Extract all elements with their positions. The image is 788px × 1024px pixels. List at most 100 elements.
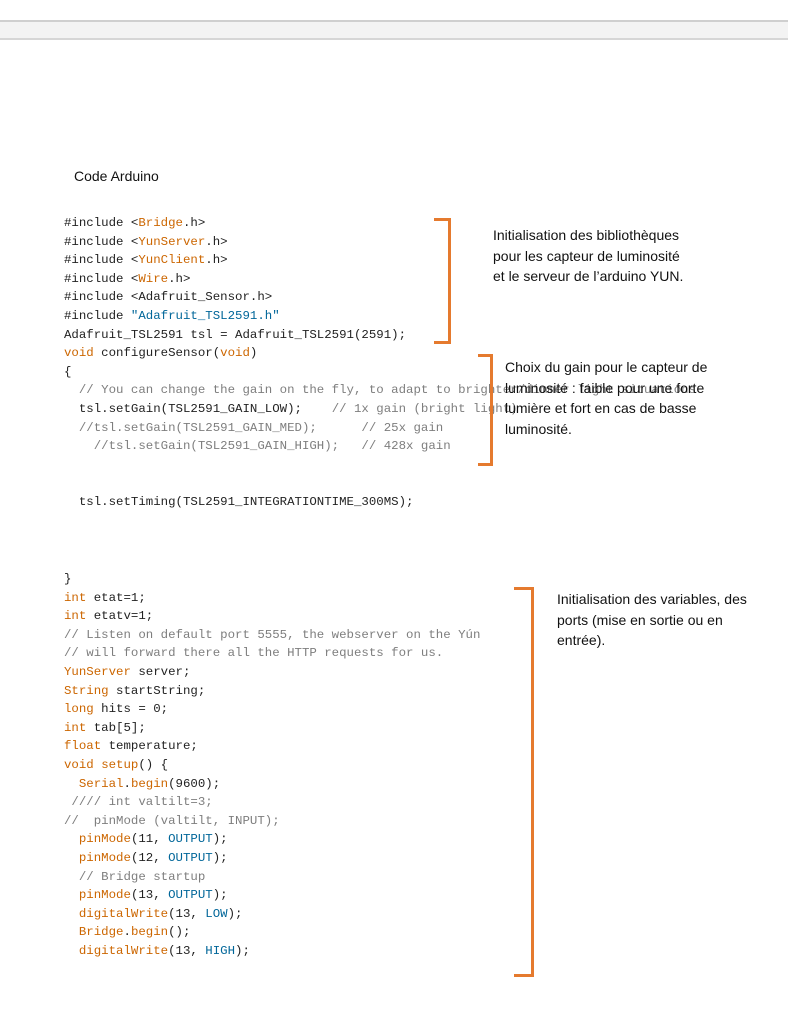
code-line: #include <Adafruit_Sensor.h> — [64, 288, 696, 307]
code-token: (11, — [130, 832, 169, 847]
code-token: // 1x gain (bright light) — [331, 401, 518, 416]
code-token: tab[5]; — [86, 720, 146, 735]
bracket-gain — [478, 354, 493, 466]
code-line: #include <YunClient.h> — [64, 251, 696, 270]
code-token: "Adafruit_TSL2591.h" — [130, 308, 280, 323]
code-token: #include — [64, 308, 131, 323]
code-token: temperature; — [101, 739, 198, 754]
code-token: //tsl.setGain(TSL2591_GAIN_MED); // 25x … — [64, 420, 444, 435]
code-token: pinMode — [78, 850, 131, 865]
code-line: // Bridge startup — [64, 868, 480, 887]
code-token: int — [64, 720, 87, 735]
code-line: pinMode(13, OUTPUT); — [64, 886, 480, 905]
code-token: ) — [249, 346, 258, 361]
code-token: . — [123, 776, 131, 791]
code-line: //// int valtilt=3; — [64, 793, 480, 812]
code-token: digitalWrite — [78, 943, 169, 958]
code-token: (); — [168, 925, 191, 940]
code-token: Wire — [138, 271, 169, 286]
code-line: { — [64, 363, 696, 382]
page-heading: Code Arduino — [74, 168, 159, 184]
code-line: tsl.setTiming(TSL2591_INTEGRATIONTIME_30… — [64, 493, 696, 512]
code-line: //tsl.setGain(TSL2591_GAIN_MED); // 25x … — [64, 419, 696, 438]
code-token: (13, — [130, 888, 169, 903]
code-token: long — [64, 702, 94, 717]
code-line: digitalWrite(13, LOW); — [64, 905, 480, 924]
code-line: digitalWrite(13, HIGH); — [64, 942, 480, 961]
code-token — [64, 832, 79, 846]
code-line: void setup() { — [64, 756, 480, 775]
bracket-libraries — [434, 218, 451, 344]
code-token — [64, 888, 79, 902]
code-token: hits = 0; — [93, 702, 169, 717]
code-token: // pinMode (valtilt, INPUT); — [64, 813, 280, 828]
code-token: #include < — [64, 253, 139, 268]
code-block-includes: #include <Bridge.h>#include <YunServer.h… — [64, 214, 696, 512]
code-token — [64, 907, 79, 921]
code-token: .h> — [168, 271, 191, 286]
code-token: ); — [235, 943, 250, 958]
code-token: setup — [101, 757, 139, 772]
code-token: Serial — [78, 776, 124, 791]
code-token: void — [220, 346, 250, 361]
code-line: tsl.setGain(TSL2591_GAIN_LOW); // 1x gai… — [64, 400, 696, 419]
code-token: . — [123, 925, 131, 940]
code-line: Serial.begin(9600); — [64, 775, 480, 794]
code-token: HIGH — [205, 943, 236, 958]
code-token: //tsl.setGain(TSL2591_GAIN_HIGH); // 428… — [64, 439, 451, 454]
code-token — [64, 777, 79, 791]
bracket-variables — [514, 587, 534, 977]
code-token: #include < — [64, 234, 139, 249]
code-token: digitalWrite — [78, 906, 169, 921]
code-token: configureSensor( — [93, 346, 221, 361]
code-line: int tab[5]; — [64, 719, 480, 738]
code-token: // Listen on default port 5555, the webs… — [64, 627, 481, 642]
code-line: // You can change the gain on the fly, t… — [64, 381, 696, 400]
code-token: OUTPUT — [168, 850, 213, 865]
code-line: String startString; — [64, 682, 480, 701]
code-token: .h> — [182, 216, 206, 230]
code-token — [64, 925, 79, 939]
note-variables: Initialisation des variables, des ports … — [557, 591, 747, 648]
code-line: // pinMode (valtilt, INPUT); — [64, 812, 480, 831]
code-token: (13, — [168, 943, 206, 958]
code-line: long hits = 0; — [64, 700, 480, 719]
code-line: #include <YunServer.h> — [64, 233, 696, 252]
code-line: int etatv=1; — [64, 607, 480, 626]
code-token: begin — [130, 776, 169, 791]
code-token: LOW — [205, 906, 228, 921]
code-line: float temperature; — [64, 737, 480, 756]
code-token: int — [64, 609, 87, 624]
code-token: pinMode — [78, 832, 131, 847]
code-line: int etat=1; — [64, 589, 480, 608]
code-line — [64, 456, 696, 475]
code-token: .h> — [205, 234, 228, 249]
code-token: int — [64, 590, 87, 605]
code-token: (13, — [168, 906, 206, 921]
code-token: startString; — [108, 683, 206, 698]
code-token: // You can change the gain on the fly, t… — [64, 383, 697, 398]
code-line: #include "Adafruit_TSL2591.h" — [64, 307, 696, 326]
code-token — [64, 851, 79, 865]
code-token: void — [64, 757, 94, 772]
code-line: // will forward there all the HTTP reque… — [64, 644, 480, 663]
code-line: Bridge.begin(); — [64, 923, 480, 942]
code-line: //tsl.setGain(TSL2591_GAIN_HIGH); // 428… — [64, 437, 696, 456]
code-token: // Bridge startup — [64, 869, 206, 884]
code-line: Adafruit_TSL2591 tsl = Adafruit_TSL2591(… — [64, 326, 696, 345]
code-line: pinMode(12, OUTPUT); — [64, 849, 480, 868]
code-line: YunServer server; — [64, 663, 480, 682]
code-token: ); — [212, 850, 228, 865]
code-token: Bridge — [78, 925, 124, 940]
code-token: YunClient — [138, 253, 206, 268]
code-token: YunServer — [64, 664, 131, 679]
code-token: OUTPUT — [168, 888, 213, 903]
code-block-setup: }int etat=1;int etatv=1;// Listen on def… — [64, 570, 480, 960]
code-line: // Listen on default port 5555, the webs… — [64, 626, 480, 645]
code-line — [64, 474, 696, 493]
code-token: ); — [227, 906, 243, 921]
code-token: tsl.setGain(TSL2591_GAIN_LOW); — [64, 401, 332, 416]
code-token — [64, 944, 79, 958]
code-line: #include <Bridge.h> — [64, 214, 696, 233]
note-gain: Choix du gain pour le capteur de luminos… — [505, 359, 708, 437]
